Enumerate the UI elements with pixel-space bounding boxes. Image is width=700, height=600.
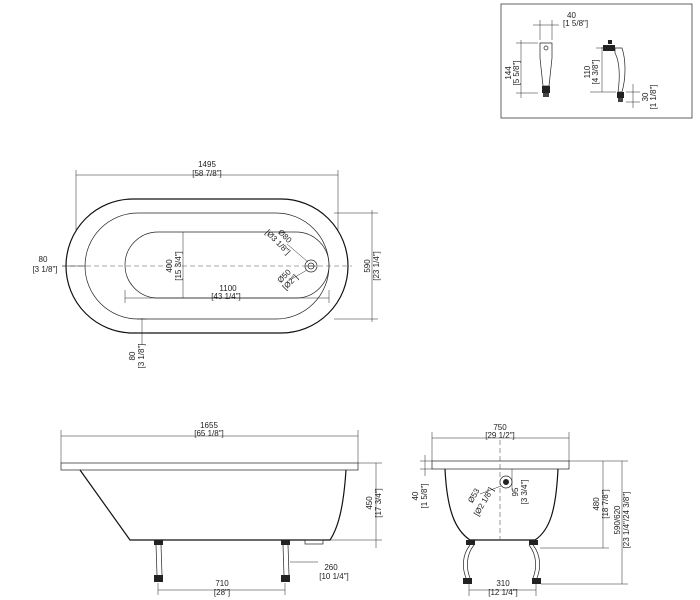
- end-drain-height-in: [3 3/4"]: [520, 479, 529, 504]
- side-body: [79, 469, 347, 541]
- side-height-mm: 450: [365, 496, 374, 510]
- foot-side-view: 110 [4 3/8"] 30 [1 1/8"]: [583, 40, 658, 110]
- end-foot-left: [463, 540, 475, 584]
- bathtub-side-view: 1655 [65 1/8"] 450 [17 3/4"] 260 [10 1/4…: [60, 421, 383, 597]
- end-foot-right: [528, 540, 541, 584]
- rim-left-mm: 80: [39, 255, 48, 264]
- foot-front-view: 40 [1 5/8"] 144 [5 5/8"]: [504, 11, 588, 98]
- side-rim: [60, 462, 359, 471]
- side-length-in: [65 1/8"]: [194, 429, 224, 438]
- basin-width-mm: 400: [165, 259, 174, 273]
- end-foot-spacing-mm: 310: [496, 579, 510, 588]
- end-body: [444, 468, 559, 541]
- detail-frame: [500, 3, 693, 119]
- bathtub-top-view: 1495 [58 7/8"] 80 [3 1/8"] 80 [3 1/8"] 5…: [32, 160, 381, 369]
- basin-length-in: [43 1/4"]: [211, 292, 241, 301]
- top-length-mm: 1495: [198, 160, 216, 169]
- end-total-height-mm: 590/620: [613, 505, 622, 534]
- basin-width-in: [15 3/4"]: [174, 251, 183, 281]
- detail-foot-in: [1 1/8"]: [649, 84, 658, 109]
- end-width-in: [29 1/2"]: [485, 431, 515, 440]
- rim-bottom-mm: 80: [128, 351, 137, 360]
- side-foot-spacing-mm: 710: [215, 579, 229, 588]
- end-width-mm: 750: [493, 423, 507, 432]
- top-width-mm: 590: [363, 259, 372, 273]
- end-rim: [431, 460, 570, 470]
- bathtub-end-view: 750 [29 1/2"] 40 [1 5/8"] Ø53 [Ø2 1/8"] …: [411, 423, 631, 597]
- basin-length-mm: 1100: [219, 284, 237, 293]
- top-length-in: [58 7/8"]: [192, 169, 222, 178]
- detail-foot-mm: 30: [641, 92, 650, 101]
- end-foot-spacing-in: [12 1/4"]: [488, 588, 518, 597]
- detail-width-in: [1 5/8"]: [563, 19, 588, 28]
- detail-height-in: [5 5/8"]: [512, 60, 521, 85]
- side-foot-right: [281, 540, 290, 582]
- end-total-height-in: [23 1/4"/24 3/8"]: [622, 492, 631, 549]
- end-rim-mm: 40: [411, 491, 420, 500]
- foot-offset-mm: 260: [324, 563, 338, 572]
- detail-reach-in: [4 3/8"]: [591, 59, 600, 84]
- overflow-drain: [304, 259, 318, 273]
- detail-reach-mm: 110: [583, 65, 592, 78]
- end-depth-mm: 480: [592, 497, 601, 511]
- end-depth-in: [18 7/8"]: [601, 489, 610, 519]
- side-foot-spacing-in: [28"]: [214, 588, 230, 597]
- end-rim-in: [1 5/8"]: [420, 483, 429, 508]
- side-length-mm: 1655: [200, 421, 218, 430]
- rim-left-in: [3 1/8"]: [32, 265, 57, 274]
- side-height-in: [17 3/4"]: [374, 488, 383, 518]
- foot-offset-in: [10 1/4"]: [319, 572, 349, 581]
- end-drain-height-mm: 95: [511, 487, 520, 496]
- rim-bottom-in: [3 1/8"]: [137, 343, 146, 368]
- detail-height-mm: 144: [504, 66, 513, 80]
- top-width-in: [23 1/4"]: [372, 251, 381, 281]
- detail-width-mm: 40: [567, 11, 576, 20]
- foot-detail-panel: 40 [1 5/8"] 144 [5 5/8"] 110 [4 3/8"]: [500, 3, 693, 119]
- side-foot-left: [154, 540, 163, 582]
